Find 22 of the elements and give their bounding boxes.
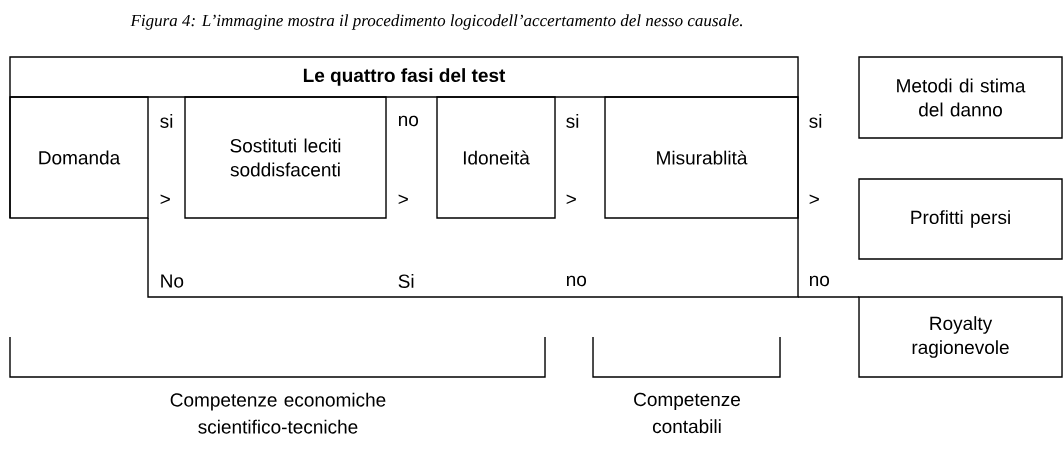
branch-label: > bbox=[566, 194, 576, 205]
bracket-label: Competenze economiche scientifico-tecniche bbox=[170, 392, 386, 434]
branch-label: Si bbox=[398, 274, 414, 288]
branch-label: no bbox=[566, 275, 587, 287]
branch-label: no bbox=[398, 115, 419, 127]
branch-label: si bbox=[809, 114, 822, 128]
method-box: Profitti persi bbox=[858, 178, 1063, 260]
branch-label: > bbox=[398, 194, 408, 205]
process-box: Sostituti leciti soddisfacenti bbox=[184, 96, 387, 219]
method-box: Metodi di stima del danno bbox=[858, 56, 1063, 139]
method-box: Royalty ragionevole bbox=[858, 296, 1063, 378]
branch-label: No bbox=[161, 274, 184, 288]
process-box: Domanda bbox=[9, 96, 149, 219]
bracket-label: Competenze contabili bbox=[634, 392, 740, 434]
branch-label: no bbox=[809, 275, 830, 287]
branch-label: si bbox=[566, 114, 579, 128]
branch-label: > bbox=[809, 194, 819, 205]
process-box: Misurablità bbox=[604, 96, 799, 219]
branch-label: si bbox=[160, 114, 173, 128]
process-box: Idoneità bbox=[436, 96, 556, 219]
caption: Figura 4: L’immagine mostra il procedimento logicodell’accertamento del nesso causale. bbox=[130, 14, 742, 30]
branch-label: > bbox=[160, 194, 170, 205]
